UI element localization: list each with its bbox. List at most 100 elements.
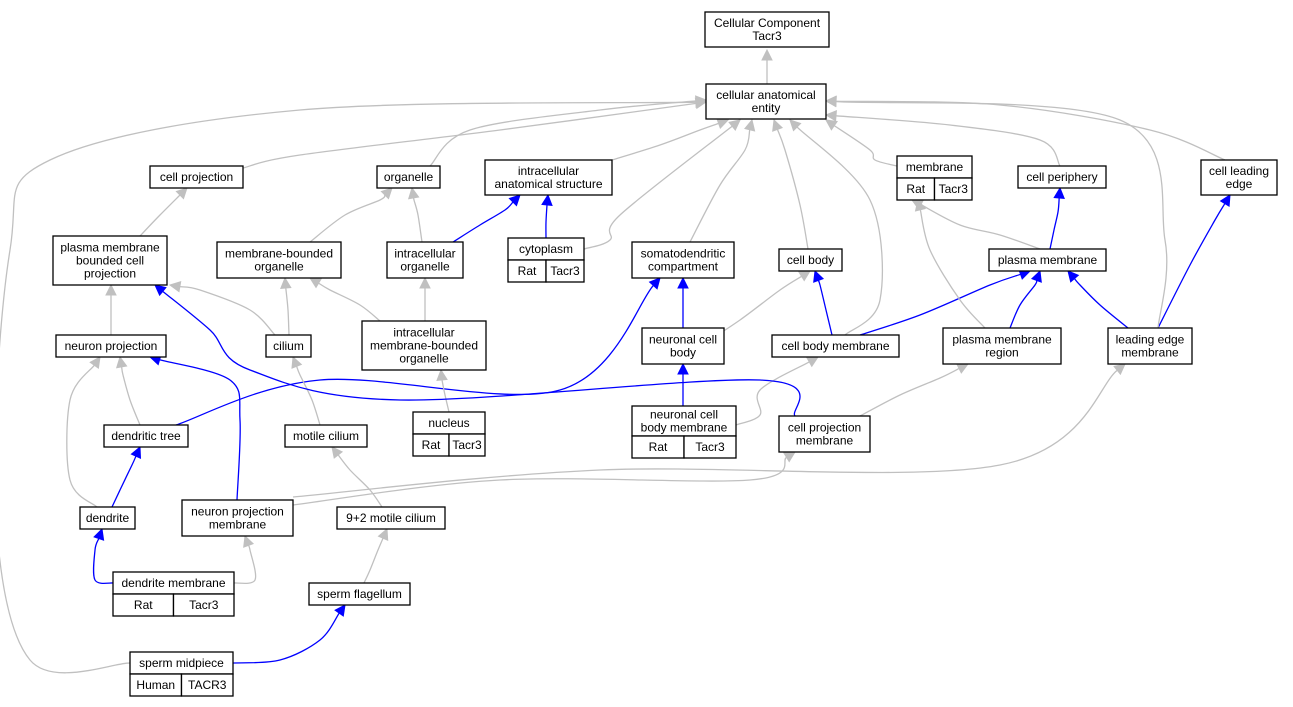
node-label: intracellular <box>518 164 579 178</box>
edge-npm-to-cpm <box>292 451 796 506</box>
arrowhead-icon <box>744 118 756 132</box>
node-cellbody[interactable]: cell body <box>778 248 843 272</box>
node-cellperiph[interactable]: cell periphery <box>1017 165 1107 189</box>
edge-line <box>233 544 257 585</box>
edge-ias-to-cae <box>611 118 730 161</box>
arrowhead-icon <box>243 534 255 548</box>
node-organelle[interactable]: organelle <box>376 165 441 189</box>
edge-sf-to-nine2 <box>363 527 389 584</box>
edge-cbm-to-cae <box>789 119 883 336</box>
edges-layer <box>0 48 1231 674</box>
node-box <box>284 424 368 448</box>
edge-line <box>920 204 1041 250</box>
arrowhead-icon <box>805 356 819 368</box>
node-label: intracellular <box>393 326 454 340</box>
arrowhead-icon <box>1030 269 1042 283</box>
node-box <box>149 165 244 189</box>
edge-sdc-to-cae <box>689 118 756 243</box>
node-label: intracellular <box>394 247 455 261</box>
gene-label: Tacr3 <box>939 182 969 196</box>
edge-line <box>1157 203 1226 329</box>
node-label: compartment <box>648 260 719 274</box>
node-label: organelle <box>254 260 304 274</box>
node-pm[interactable]: plasma membrane <box>988 248 1107 272</box>
node-sf[interactable]: sperm flagellum <box>308 582 411 606</box>
node-motcil[interactable]: motile cilium <box>284 424 368 448</box>
arrowhead-icon <box>407 186 420 200</box>
arrowhead-icon <box>1219 194 1231 207</box>
node-box <box>1017 165 1107 189</box>
node-label: dendrite membrane <box>121 576 225 590</box>
arrowhead-icon <box>825 119 838 131</box>
node-label: projection <box>84 267 136 281</box>
edge-io-to-organelle <box>407 186 423 243</box>
node-box <box>361 320 487 371</box>
node-label: cell periphery <box>1026 170 1097 184</box>
edge-dm-to-dendrite <box>92 527 114 585</box>
edge-cytoplasm-to-ias <box>541 193 553 239</box>
arrowhead-icon <box>728 119 741 132</box>
edge-cbm-to-pm <box>859 269 1032 336</box>
node-label: region <box>985 346 1018 360</box>
node-nine2[interactable]: 9+2 motile cilium <box>336 506 446 530</box>
node-box <box>778 415 871 453</box>
node-box <box>103 424 189 448</box>
node-dendrite[interactable]: dendrite <box>79 506 136 530</box>
arrowhead-icon <box>154 284 167 297</box>
arrowhead-icon <box>824 95 837 108</box>
edge-neuronproj-to-pmbcp <box>105 283 117 335</box>
edge-line <box>776 129 809 250</box>
species-label: Rat <box>518 264 537 278</box>
edge-line <box>232 612 340 664</box>
edge-line <box>859 367 960 417</box>
edge-lem-to-cle <box>1157 194 1231 329</box>
arrowhead-icon <box>331 446 344 459</box>
node-cilium[interactable]: cilium <box>265 334 312 358</box>
edge-io-to-ias <box>452 194 521 243</box>
node-box <box>181 499 294 537</box>
edge-line <box>285 287 290 336</box>
edge-cellperiph-to-cae <box>824 110 1061 167</box>
arrowhead-icon <box>677 362 689 375</box>
edge-line <box>363 537 384 584</box>
edge-line <box>159 359 241 501</box>
edge-line <box>429 100 697 167</box>
gene-cell <box>180 673 234 697</box>
node-cellproj[interactable]: cell projection <box>149 165 244 189</box>
node-cbm[interactable]: cell body membrane <box>771 334 900 358</box>
node-label: membrane <box>1121 346 1179 360</box>
node-box <box>336 506 446 530</box>
node-neuronproj[interactable]: neuron projection <box>55 334 167 358</box>
edge-cellbody-to-cae <box>772 118 809 250</box>
edge-line <box>162 290 801 417</box>
node-dtree[interactable]: dendritic tree <box>103 424 189 448</box>
arrowhead-icon <box>380 187 393 200</box>
edge-line <box>735 361 810 426</box>
edge-line <box>835 100 1226 161</box>
node-box <box>942 327 1062 365</box>
arrowhead-icon <box>130 445 142 459</box>
node-box <box>265 334 312 358</box>
node-box <box>641 327 725 365</box>
edge-line <box>318 282 381 322</box>
